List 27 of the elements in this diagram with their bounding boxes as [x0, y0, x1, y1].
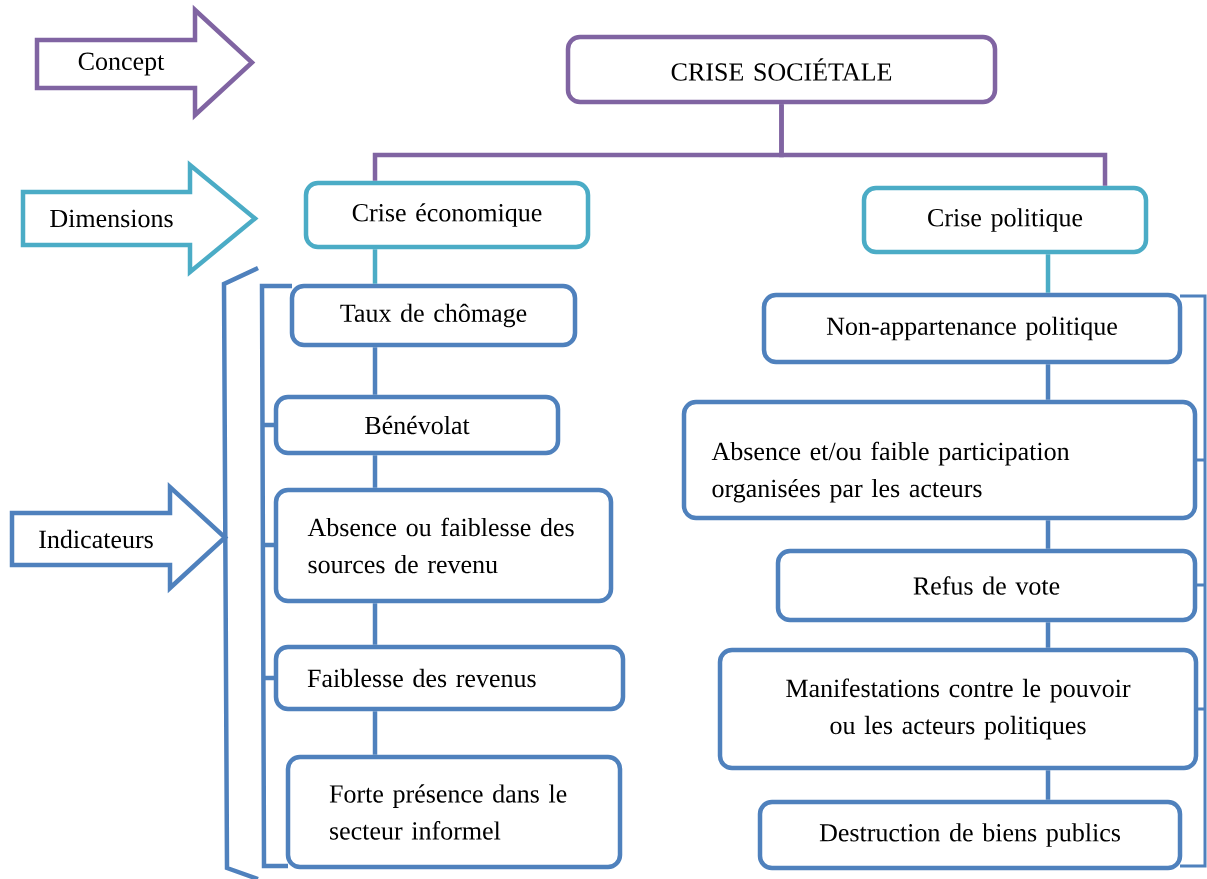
text-box: Manifestations contre le pouvoir ou les acteurs politiques: [717, 647, 1199, 771]
connector-line: [372, 347, 378, 395]
text-box: Taux de chômage: [289, 283, 578, 348]
text-box: Non-appartenance politique: [761, 292, 1183, 365]
pointer-banner: Concept: [34, 4, 256, 121]
connector-line: [779, 104, 1108, 186]
pointer-banner: Dimensions: [20, 160, 259, 277]
text-box: CRISE SOCIÉTALE: [565, 34, 998, 105]
text-box: Absence ou faiblesse des sources de revenu: [273, 487, 614, 604]
text-box: Crise économique: [303, 180, 591, 250]
text-box: Crise politique: [861, 185, 1149, 255]
connector-line: [372, 455, 378, 488]
pointer-banner: Indicateurs: [9, 481, 229, 594]
text-box: Absence et/ou faible participation organisées par les acteurs: [681, 399, 1198, 521]
connector-line: [1045, 254, 1051, 293]
text-box: Destruction de biens publics: [757, 799, 1183, 871]
text-box: Faiblesse des revenus: [273, 644, 626, 712]
connector-line: [372, 711, 378, 755]
text-box: Refus de vote: [775, 548, 1198, 623]
connector-line: [372, 603, 378, 645]
text-box: Forte présence dans le secteur informel: [285, 754, 623, 870]
text-box: Bénévolat: [273, 394, 561, 456]
connector-line: [1045, 520, 1051, 549]
connector-line: [1045, 364, 1051, 400]
connector-line: [1045, 770, 1051, 800]
connector-line: [372, 249, 378, 284]
connector-line: [1045, 622, 1051, 648]
